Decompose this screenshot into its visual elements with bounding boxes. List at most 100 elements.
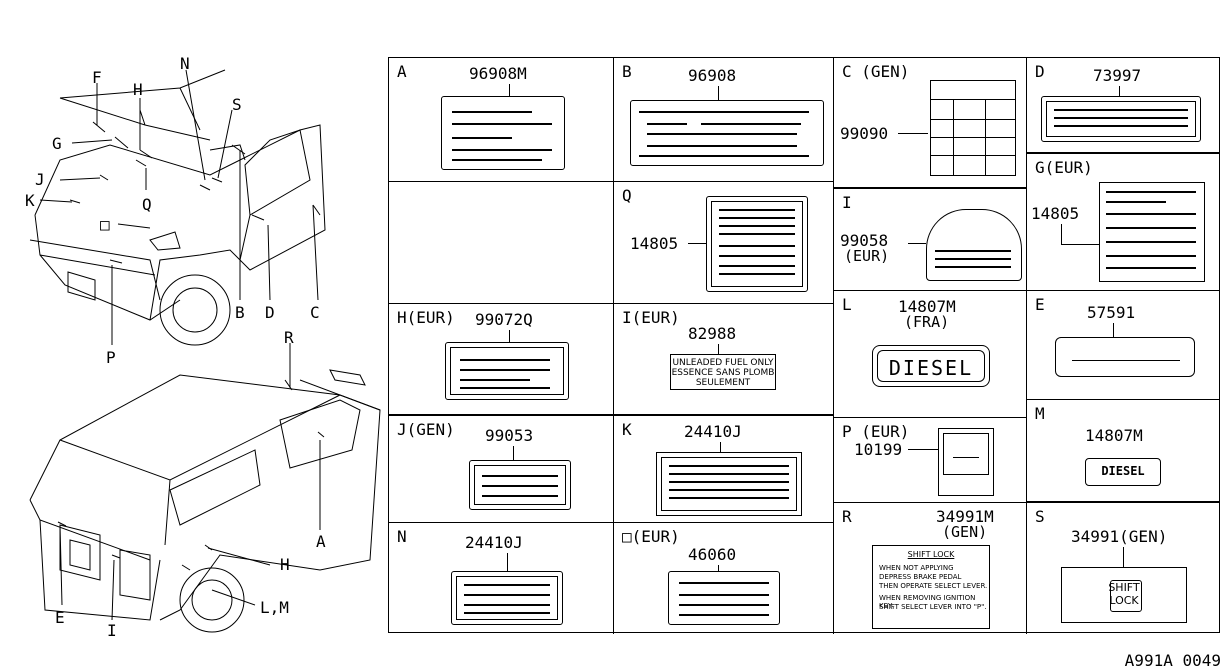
label-text-line: SHIFT LOCK bbox=[907, 550, 955, 559]
part-number: 24410J bbox=[465, 533, 523, 552]
label-drawing bbox=[926, 209, 1022, 281]
cell-empty bbox=[389, 182, 614, 304]
cell-letter: I bbox=[842, 193, 852, 212]
label-text: DIESEL bbox=[1101, 464, 1145, 478]
callout-h-rear: H bbox=[280, 555, 290, 574]
label-text-line: LOCK bbox=[1109, 594, 1139, 607]
label-text-line: SHIFT SELECT LEVER INTO "P". bbox=[879, 603, 987, 611]
label-drawing bbox=[1099, 182, 1205, 282]
part-number: 14807M bbox=[898, 297, 956, 316]
part-number: 10199 bbox=[854, 440, 903, 459]
diagram-code: A991A 0049 bbox=[1124, 651, 1221, 670]
label-drawing bbox=[1041, 96, 1201, 142]
callout-f: F bbox=[92, 68, 102, 87]
cell-letter: J(GEN) bbox=[397, 420, 455, 439]
callout-b: B bbox=[235, 303, 245, 322]
label-drawing bbox=[441, 96, 565, 170]
cell-n: N 24410J bbox=[389, 523, 614, 634]
cell-letter: E bbox=[1035, 295, 1045, 314]
label-text: DIESEL bbox=[888, 356, 974, 380]
cell-i-eur: I(EUR) 82988 UNLEADED FUEL ONLY ESSENCE … bbox=[614, 304, 834, 415]
cell-m: M 14807M DIESEL bbox=[1027, 400, 1219, 502]
label-drawing: UNLEADED FUEL ONLY ESSENCE SANS PLOMB SE… bbox=[670, 354, 776, 390]
part-number: 57591 bbox=[1087, 303, 1136, 322]
label-drawing bbox=[469, 460, 571, 510]
cell-b: B 96908 bbox=[614, 58, 834, 182]
label-drawing bbox=[938, 428, 994, 496]
cell-d: D 73997 bbox=[1027, 58, 1219, 153]
cell-letter: I(EUR) bbox=[622, 308, 680, 327]
part-number: 14805 bbox=[630, 234, 679, 253]
label-text-line: WHEN NOT APPLYING bbox=[879, 564, 954, 572]
cell-q: Q 14805 bbox=[614, 182, 834, 304]
callout-r: R bbox=[284, 328, 294, 347]
callout-s: S bbox=[232, 95, 242, 114]
cell-i: I 99058 (EUR) bbox=[834, 188, 1027, 291]
cell-letter: C (GEN) bbox=[842, 62, 910, 81]
callout-n: N bbox=[180, 54, 190, 73]
label-drawing bbox=[656, 452, 802, 516]
part-number: 99090 bbox=[840, 124, 889, 143]
cell-letter: □(EUR) bbox=[622, 527, 680, 546]
cell-l: L 14807M (FRA) DIESEL bbox=[834, 291, 1027, 418]
region-code: (EUR) bbox=[844, 247, 890, 265]
label-drawing bbox=[668, 571, 780, 625]
label-drawing bbox=[706, 196, 808, 292]
cell-g-eur: G(EUR) 14805 bbox=[1027, 153, 1219, 291]
part-number: 34991(GEN) bbox=[1071, 527, 1168, 546]
callout-q: Q bbox=[142, 195, 152, 214]
label-text-line: WHEN REMOVING IGNITION KEY, bbox=[879, 594, 976, 610]
callout-j: J bbox=[35, 170, 45, 189]
cell-letter: Q bbox=[622, 186, 632, 205]
cell-letter: A bbox=[397, 62, 407, 81]
callout-o: □ bbox=[100, 215, 110, 234]
part-number: 14807M bbox=[1085, 426, 1143, 445]
cell-letter: G(EUR) bbox=[1035, 158, 1093, 177]
part-number: 82988 bbox=[688, 324, 737, 343]
label-grid: A 96908M H(EUR) 99072Q J(GEN) 99053 N 24… bbox=[388, 57, 1220, 634]
callout-k: K bbox=[25, 191, 35, 210]
cell-p-eur: P (EUR) 10199 bbox=[834, 418, 1027, 503]
cell-j: J(GEN) 99053 bbox=[389, 415, 614, 523]
part-number: 96908M bbox=[469, 64, 527, 83]
cell-letter: R bbox=[842, 507, 852, 526]
region-code: (FRA) bbox=[904, 313, 950, 331]
label-text-line: THEN OPERATE SELECT LEVER. bbox=[879, 582, 988, 590]
cell-letter: L bbox=[842, 295, 852, 314]
cell-e: E 57591 bbox=[1027, 291, 1219, 400]
part-number: 46060 bbox=[688, 545, 737, 564]
label-text-line: ESSENCE SANS PLOMB bbox=[671, 368, 775, 378]
label-text-line: DEPRESS BRAKE PEDAL bbox=[879, 573, 962, 581]
label-drawing: SHIFT LOCK bbox=[1061, 567, 1187, 623]
part-number: 99053 bbox=[485, 426, 534, 445]
cell-letter: D bbox=[1035, 62, 1045, 81]
part-number: 24410J bbox=[684, 422, 742, 441]
cell-h: H(EUR) 99072Q bbox=[389, 304, 614, 415]
callout-lm: L,M bbox=[260, 598, 289, 617]
cell-c-gen: C (GEN) 99090 bbox=[834, 58, 1027, 188]
label-drawing bbox=[451, 571, 563, 625]
cell-k: K 24410J bbox=[614, 415, 834, 523]
cell-s: S 34991(GEN) SHIFT LOCK bbox=[1027, 502, 1219, 634]
label-drawing bbox=[930, 80, 1016, 176]
callout-c: C bbox=[310, 303, 320, 322]
callout-i: I bbox=[107, 621, 117, 640]
cell-letter: N bbox=[397, 527, 407, 546]
part-number: 99058 bbox=[840, 231, 889, 250]
label-text-line: SEULEMENT bbox=[695, 378, 751, 388]
label-drawing bbox=[1055, 337, 1195, 377]
cell-o-eur: □(EUR) 46060 bbox=[614, 523, 834, 634]
callout-h: H bbox=[133, 80, 143, 99]
callout-a: A bbox=[316, 532, 326, 551]
label-text-line: UNLEADED FUEL ONLY bbox=[672, 358, 774, 368]
callout-d: D bbox=[265, 303, 275, 322]
part-number: 73997 bbox=[1093, 66, 1142, 85]
callout-e: E bbox=[55, 608, 65, 627]
part-number: 96908 bbox=[688, 66, 737, 85]
cell-letter: S bbox=[1035, 507, 1045, 526]
region-code: (GEN) bbox=[942, 523, 988, 541]
label-text-line: SHIFT bbox=[1108, 581, 1140, 594]
label-drawing bbox=[445, 342, 569, 400]
cell-a: A 96908M bbox=[389, 58, 614, 182]
cell-letter: M bbox=[1035, 404, 1045, 423]
